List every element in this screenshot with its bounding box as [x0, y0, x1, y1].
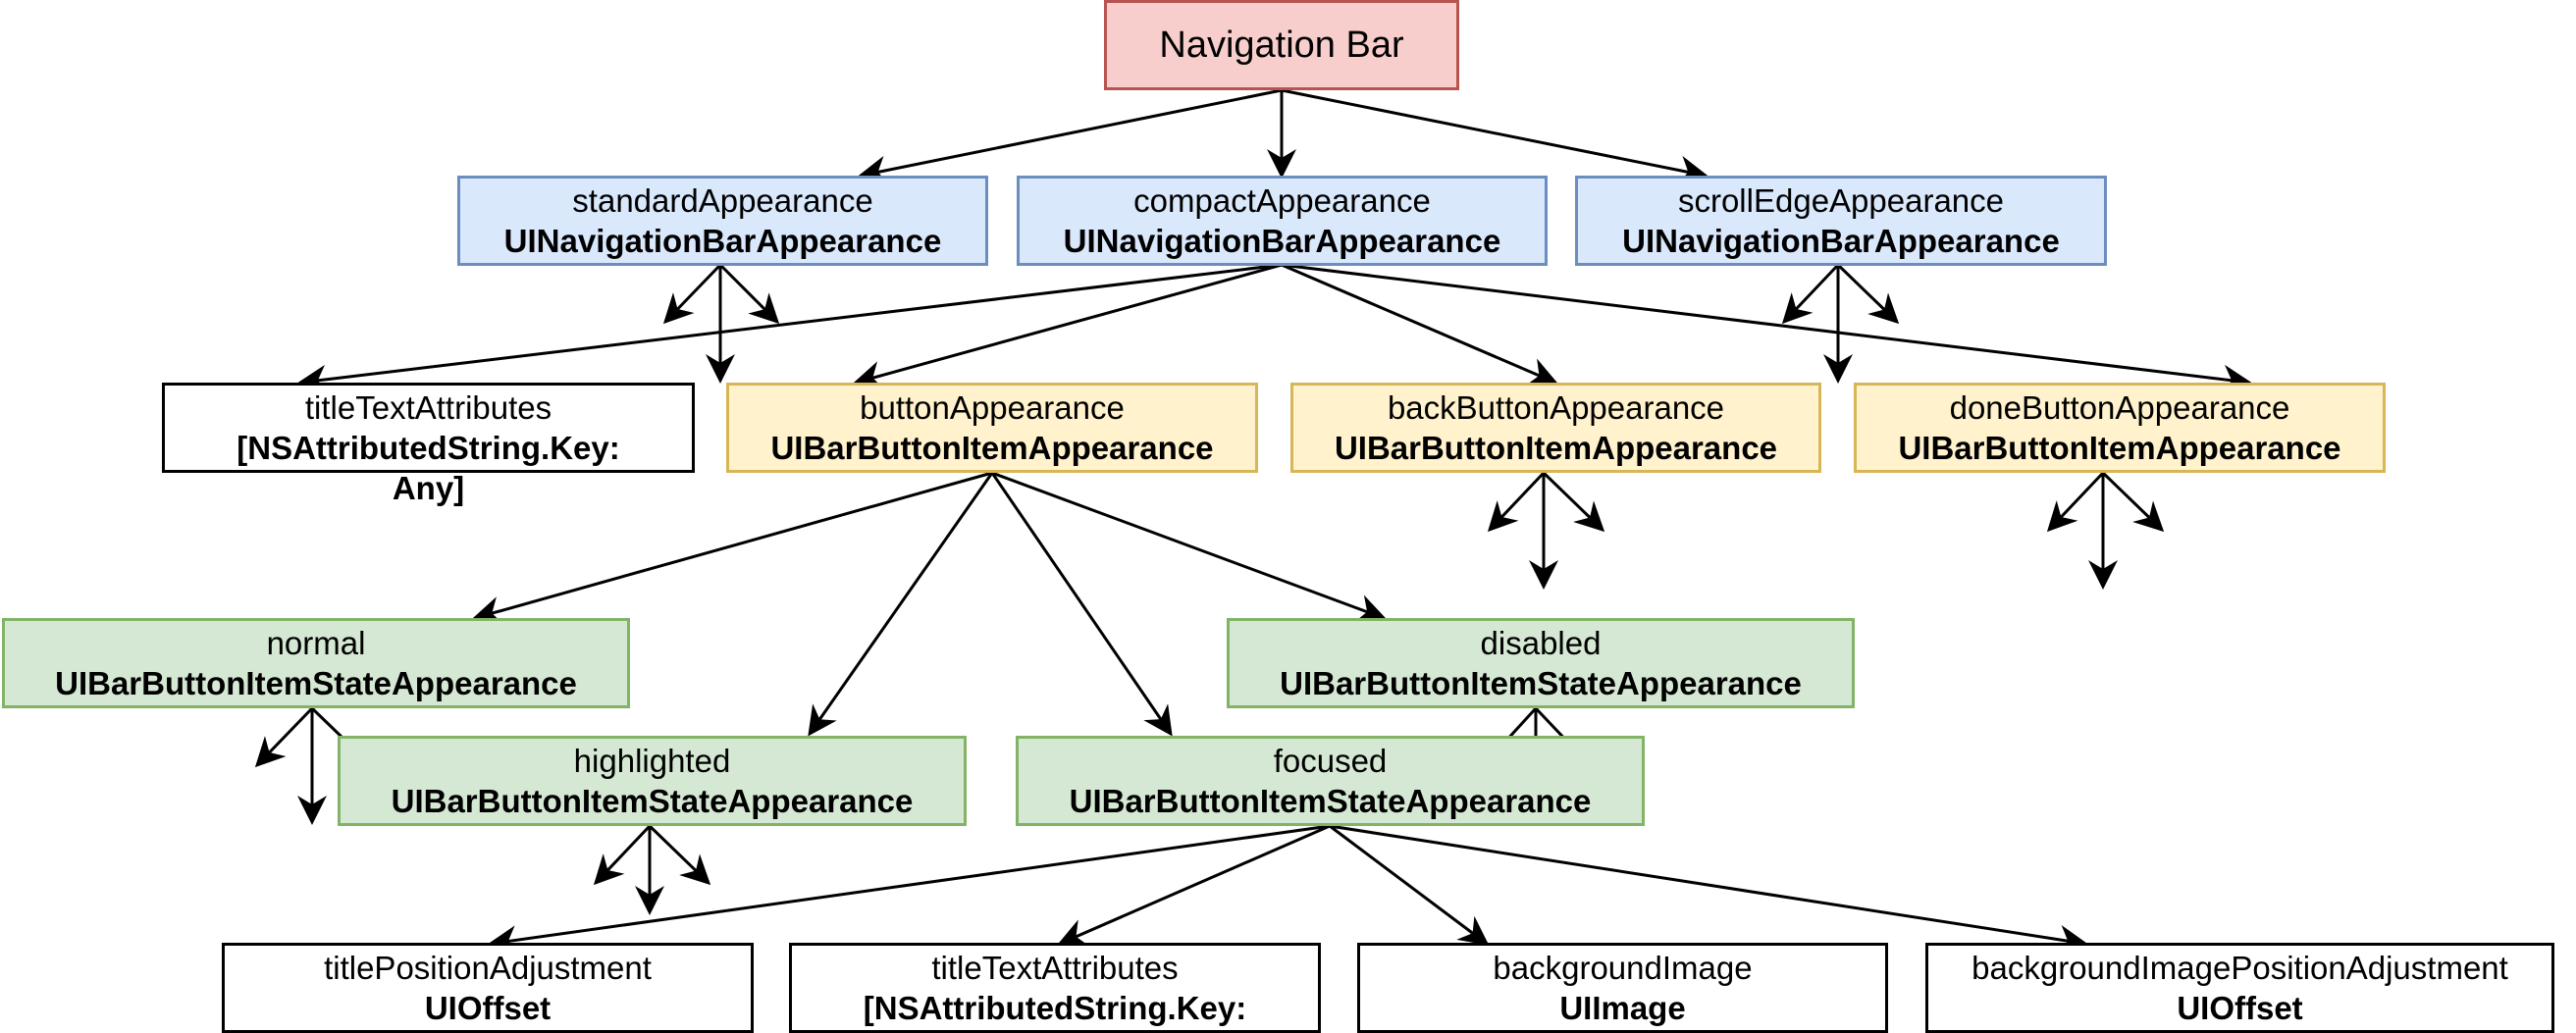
- node-background-image-name: backgroundImage: [1493, 950, 1753, 986]
- node-state-disabled-type: UIBarButtonItemStateAppearance: [1280, 665, 1802, 701]
- node-done-button-appearance: doneButtonAppearance UIBarButtonItemAppe…: [1854, 383, 2386, 473]
- node-navigation-bar-label: Navigation Bar: [1159, 25, 1404, 66]
- edge-focused-titletextattributes: [1057, 824, 1331, 947]
- edge-focused-titlepositionadjustment: [488, 824, 1331, 956]
- node-navigation-bar: Navigation Bar: [1104, 0, 1459, 90]
- node-back-button-appearance: backButtonAppearance UIBarButtonItemAppe…: [1290, 383, 1821, 473]
- edge-backbutton-stub-left: [1487, 471, 1546, 533]
- node-scrolledge-appearance: scrollEdgeAppearance UINavigationBarAppe…: [1575, 176, 2107, 266]
- node-state-title-text-attributes: titleTextAttributes [NSAttributedString.…: [789, 943, 1321, 1033]
- edge-button-disabled: [991, 471, 1387, 623]
- node-background-image-type: UIImage: [1559, 990, 1686, 1026]
- node-state-disabled: disabled UIBarButtonItemStateAppearance: [1227, 618, 1855, 708]
- node-done-button-appearance-name: doneButtonAppearance: [1949, 389, 2290, 426]
- node-state-title-text-attributes-type: [NSAttributedString.Key:: [863, 990, 1247, 1026]
- node-title-text-attributes: titleTextAttributes [NSAttributedString.…: [162, 383, 695, 506]
- edge-donebutton-stub-left: [2046, 471, 2105, 533]
- node-compact-appearance-name: compactAppearance: [1133, 182, 1431, 219]
- node-background-image-position-adjustment: backgroundImagePositionAdjustment UIOffs…: [1925, 943, 2554, 1033]
- edge-highlighted-stub-right: [648, 824, 711, 886]
- node-background-image: backgroundImage UIImage: [1357, 943, 1888, 1033]
- edge-compact-backbuttonappearance: [1281, 263, 1558, 387]
- edge-focused-backgroundimagepositionadjustment: [1329, 824, 2088, 955]
- node-title-position-adjustment: titlePositionAdjustment UIOffset: [222, 943, 754, 1033]
- node-state-focused: focused UIBarButtonItemStateAppearance: [1016, 736, 1645, 826]
- node-scrolledge-appearance-name: scrollEdgeAppearance: [1677, 182, 2005, 219]
- edge-standard-stub-right: [718, 263, 780, 325]
- node-back-button-appearance-name: backButtonAppearance: [1387, 389, 1725, 426]
- node-state-highlighted-type: UIBarButtonItemStateAppearance: [391, 783, 914, 819]
- node-compact-appearance-type: UINavigationBarAppearance: [1063, 223, 1501, 259]
- node-state-normal-type: UIBarButtonItemStateAppearance: [55, 665, 577, 701]
- node-standard-appearance: standardAppearance UINavigationBarAppear…: [457, 176, 988, 266]
- edge-compact-buttonappearance: [853, 263, 1283, 390]
- node-button-appearance: buttonAppearance UIBarButtonItemAppearan…: [726, 383, 1258, 473]
- edge-scrolledge-stub-right: [1836, 263, 1900, 325]
- node-state-normal-name: normal: [266, 625, 366, 661]
- edge-button-focused: [990, 472, 1173, 737]
- node-standard-appearance-name: standardAppearance: [572, 182, 873, 219]
- node-title-text-attributes-name: titleTextAttributes: [304, 389, 552, 426]
- edge-scrolledge-stub-left: [1781, 263, 1840, 325]
- edge-highlighted-stub-left: [593, 824, 652, 886]
- node-button-appearance-name: buttonAppearance: [860, 389, 1125, 426]
- node-title-text-attributes-type-cont: Any]: [392, 470, 465, 506]
- node-title-position-adjustment-name: titlePositionAdjustment: [324, 950, 652, 986]
- node-background-image-position-adjustment-type: UIOffset: [2177, 990, 2303, 1026]
- node-background-image-position-adjustment-name: backgroundImagePositionAdjustment: [1971, 950, 2508, 986]
- edge-compact-donebuttonappearance: [1281, 263, 2252, 394]
- node-done-button-appearance-type: UIBarButtonItemAppearance: [1898, 430, 2341, 466]
- node-title-position-adjustment-type: UIOffset: [424, 990, 552, 1026]
- edge-focused-backgroundimage: [1329, 824, 1490, 946]
- node-state-highlighted-name: highlighted: [573, 743, 731, 779]
- node-back-button-appearance-type: UIBarButtonItemAppearance: [1334, 430, 1778, 466]
- edge-donebutton-stub-right: [2101, 471, 2165, 533]
- node-state-normal: normal UIBarButtonItemStateAppearance: [2, 618, 630, 708]
- node-compact-appearance: compactAppearance UINavigationBarAppeara…: [1017, 176, 1548, 266]
- edge-normal-stub-left: [254, 706, 314, 768]
- edge-button-normal: [472, 471, 993, 626]
- edge-compact-titletextattributes: [297, 263, 1283, 394]
- node-standard-appearance-type: UINavigationBarAppearance: [503, 223, 942, 259]
- node-state-title-text-attributes-name: titleTextAttributes: [931, 950, 1179, 986]
- node-scrolledge-appearance-type: UINavigationBarAppearance: [1622, 223, 2060, 259]
- node-state-disabled-name: disabled: [1480, 625, 1602, 661]
- edge-root-scrolledge: [1281, 88, 1709, 185]
- node-state-highlighted: highlighted UIBarButtonItemStateAppearan…: [338, 736, 967, 826]
- node-state-focused-type: UIBarButtonItemStateAppearance: [1069, 783, 1592, 819]
- node-title-text-attributes-type: [NSAttributedString.Key:: [237, 430, 620, 466]
- node-button-appearance-type: UIBarButtonItemAppearance: [770, 430, 1214, 466]
- edge-button-highlighted: [808, 472, 994, 737]
- edge-standard-stub-left: [662, 263, 722, 325]
- edge-backbutton-stub-right: [1542, 471, 1605, 533]
- edge-root-standard: [858, 88, 1283, 185]
- node-state-focused-name: focused: [1273, 743, 1388, 779]
